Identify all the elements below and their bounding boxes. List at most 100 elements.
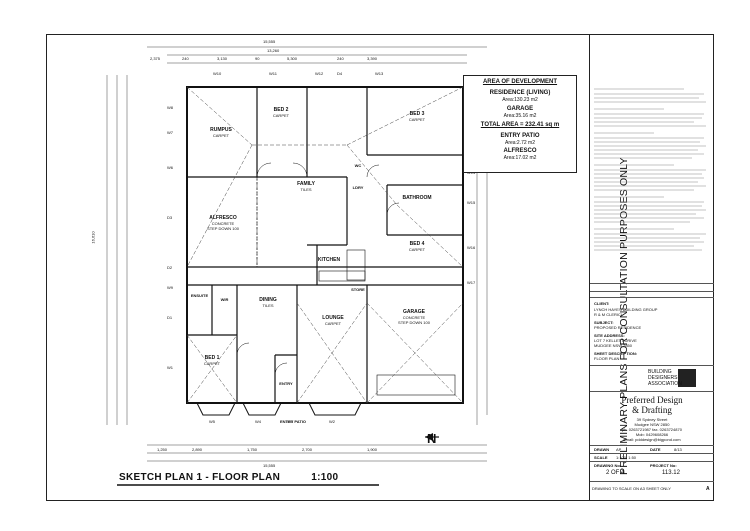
north-label: N: [427, 431, 437, 446]
window-tag: W1: [167, 365, 173, 370]
entry-patio-label: ENTRY PATIO: [500, 133, 540, 139]
dim-bottom-seg: 1,750: [247, 447, 258, 452]
company-name: Preferred Design: [621, 395, 683, 405]
entry-patio-area: Area:2.72 m2: [504, 140, 536, 146]
client-value-2: R & M CLERICI: [594, 312, 623, 317]
project-no-label: PROJECT No:: [650, 463, 677, 468]
dim-bottom-overall: 15,555: [263, 463, 276, 468]
dim-left-overall: 16,610: [90, 231, 96, 244]
window-tag: W17: [467, 280, 476, 285]
window-tag: W5: [209, 419, 215, 424]
window-tag: W10: [213, 71, 222, 76]
title-underline: [117, 484, 379, 486]
total-area: TOTAL AREA = 232.41 sq m: [480, 122, 560, 128]
window-tag: D2: [167, 265, 173, 270]
company-address-1: 39 Sydney Street: [636, 417, 668, 422]
sheet-label: SHEET DESCRIPTION:: [594, 351, 638, 356]
drawing-sheet: 15,555 13,260 2,375 240 3,130 90 5,300 2…: [46, 34, 714, 501]
drawn-label: DRAWN: [594, 447, 610, 452]
garage-area: Area:35.16 m2: [503, 113, 537, 119]
alfresco-label: ALFRESCO: [503, 148, 537, 154]
drawing-title: SKETCH PLAN 1 - FLOOR PLAN 1:100: [119, 472, 338, 483]
dim-top-seg: 90: [255, 56, 260, 61]
room-ldry: LDRY: [352, 185, 364, 190]
window-tag: W9: [167, 285, 173, 290]
residence-area: Area:130.23 m2: [502, 97, 538, 103]
room-finish: CARPET: [212, 133, 230, 138]
room-finish: CARPET: [408, 117, 426, 122]
window-tag: W15: [467, 200, 476, 205]
drawing-scale: 1:100: [311, 472, 339, 483]
window-tag: W8: [167, 105, 173, 110]
window-tag: D4: [337, 71, 343, 76]
scale-label: SCALE: [594, 455, 608, 460]
garage-label: GARAGE: [506, 106, 534, 112]
association-name: BUILDING DESIGNERS ASSOCIATION: [648, 369, 682, 387]
window-tag: D3: [167, 215, 173, 220]
area-heading: AREA OF DEVELOPMENT: [482, 79, 558, 85]
room-bed4: BED 4: [409, 241, 425, 247]
subject-label: SUBJECT:: [594, 320, 614, 325]
room-bathroom: BATHROOM: [402, 195, 432, 201]
scale-note: DRAWING TO SCALE ON A3 SHEET ONLY: [592, 486, 671, 491]
window-tag: W6: [167, 165, 173, 170]
company-email: email: pdddesign@bigpond.com: [623, 437, 681, 442]
window-tag: W16: [467, 245, 476, 250]
window-tag: D1: [167, 315, 173, 320]
dim-top-overall: 15,555: [263, 39, 276, 44]
room-finish: CARPET: [272, 113, 290, 118]
company-phone: ph. 0263721987 fax. 0263724870: [622, 427, 682, 432]
room-finish: CARPET: [203, 361, 221, 366]
room-finish: CONCRETE: [211, 221, 235, 226]
title-block: CLIENT: LYNCH HAYES BUILDING GROUP R & M…: [589, 35, 714, 500]
room-family: FAMILY: [297, 181, 315, 187]
sheet-value: FLOOR PLAN: [594, 356, 620, 361]
window-tag: W7: [167, 130, 173, 135]
window-tag: W3: [287, 419, 293, 424]
dim-bottom-seg: 2,700: [302, 447, 313, 452]
date-label: DATE: [650, 447, 661, 452]
room-dining: DINING: [259, 297, 277, 303]
date-value: 8/13: [674, 447, 682, 452]
room-ensuite: ENSUITE: [190, 293, 209, 298]
room-finish: TILES: [300, 187, 312, 192]
room-alfresco: ALFRESCO: [209, 215, 237, 221]
dim-bottom-seg: 1,250: [157, 447, 168, 452]
room-finish: CARPET: [408, 247, 426, 252]
room-wc: WC: [354, 163, 362, 168]
client-label: CLIENT:: [594, 301, 610, 306]
dim-top-seg: 3,130: [217, 56, 228, 61]
dim-top-seg: 2,375: [150, 56, 161, 61]
project-no: 113.12: [662, 470, 680, 476]
residence-label: RESIDENCE (LIVING): [489, 90, 551, 96]
client-value: LYNCH HAYES BUILDING GROUP: [594, 307, 658, 312]
site-value-2: MUDGEE NSW 2850: [594, 343, 633, 348]
room-rumpus: RUMPUS: [210, 127, 232, 133]
room-note: STEP DOWN 100: [207, 226, 239, 231]
site-value: LOT 7 KELLETT DRIVE: [594, 338, 637, 343]
window-tag: W4: [255, 419, 261, 424]
association-logo: [678, 369, 696, 387]
room-wir: WIR: [220, 297, 229, 302]
dim-top-mid: 13,260: [267, 48, 280, 53]
general-notes: [594, 88, 706, 251]
drawn-value: AP: [616, 447, 622, 452]
area-of-development-box: AREA OF DEVELOPMENT RESIDENCE (LIVING) A…: [463, 75, 577, 173]
drawing-no: 2 OF 4: [606, 470, 625, 476]
company-address-2: Mudgee NSW 2850: [634, 422, 670, 427]
window-tag: W2: [329, 419, 335, 424]
window-tag: W13: [375, 71, 384, 76]
room-garage: GARAGE: [403, 309, 425, 315]
room-entry: ENTRY: [279, 381, 293, 386]
room-entry-patio: ENTRY PATIO: [279, 419, 307, 424]
scale-value: 1:100, 1:50: [616, 455, 637, 460]
drawing-title-text: SKETCH PLAN 1 - FLOOR PLAN: [119, 472, 281, 483]
dim-top-seg: 5,300: [287, 56, 298, 61]
revision: A: [706, 486, 710, 492]
dim-bottom-seg: 1,900: [367, 447, 378, 452]
subject-value: PROPOSED RESIDENCE: [594, 325, 642, 330]
dim-bottom-seg: 2,890: [192, 447, 203, 452]
dim-top-seg: 240: [337, 56, 344, 61]
dim-top-seg: 240: [182, 56, 189, 61]
room-kitchen: KITCHEN: [317, 257, 341, 263]
